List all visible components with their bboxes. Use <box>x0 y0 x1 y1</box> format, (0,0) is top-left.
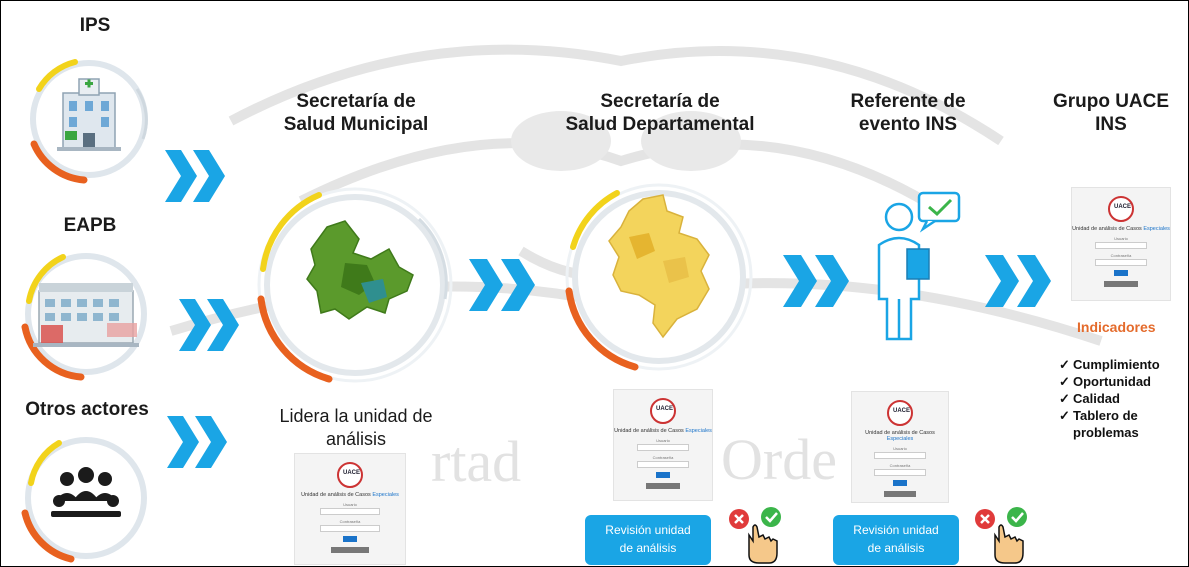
actor-eapb-label: EAPB <box>63 215 117 236</box>
indicator-item: ✓Cumplimiento <box>1059 357 1160 372</box>
reject-approve-hand-icon <box>975 507 1027 564</box>
otros-actores-group-icon <box>21 437 147 563</box>
login-pass-input[interactable] <box>1094 259 1148 266</box>
referente-person-icon <box>877 191 961 341</box>
login-card-referente: UACE Unidad de análisis de Casos Especia… <box>851 391 949 503</box>
chevron-departamental-icon <box>783 255 849 307</box>
login-recover-button[interactable] <box>646 483 680 489</box>
actor-otros-label: Otros actores <box>25 399 149 420</box>
indicators-list: ✓Cumplimiento ✓Oportunidad ✓Calidad ✓Tab… <box>1059 357 1185 441</box>
chevron-otros-icon <box>167 416 227 468</box>
login-submit-button[interactable] <box>656 472 670 478</box>
login-user-input[interactable] <box>636 444 690 451</box>
departamental-map-icon <box>565 183 753 371</box>
login-pass-input[interactable] <box>320 525 380 532</box>
login-submit-button[interactable] <box>893 480 907 486</box>
stage-uace-title: Grupo UACE INS <box>1052 91 1170 135</box>
chevron-eapb-icon <box>179 299 239 351</box>
review-button-departamental[interactable]: Revisión unidad de análisis <box>585 515 711 565</box>
eapb-building-icon <box>21 253 147 381</box>
login-pass-input[interactable] <box>636 461 690 468</box>
municipal-map-icon <box>257 187 453 383</box>
watermark-word-right: Orde <box>721 427 837 492</box>
login-user-input[interactable] <box>320 508 380 515</box>
login-card-title: Unidad de análisis de Casos Especiales <box>301 492 399 498</box>
uace-logo-icon: UACE <box>887 400 913 426</box>
login-user-label: Usuario <box>343 502 357 507</box>
review-button-referente[interactable]: Revisión unidad de análisis <box>833 515 959 565</box>
login-card-title: Unidad de análisis de Casos Especiales <box>1072 226 1170 232</box>
login-card-municipal: UACE Unidad de análisis de Casos Especia… <box>294 453 406 565</box>
login-pass-label: Contraseña <box>339 519 361 524</box>
login-user-input[interactable] <box>874 452 926 459</box>
reject-approve-hand-icon <box>729 507 781 564</box>
login-pass-label: Contraseña <box>1110 253 1132 258</box>
watermark-word-left: rtad <box>431 429 521 494</box>
lidera-text: Lidera la unidad de análisis <box>279 406 433 449</box>
login-user-label: Usuario <box>893 446 907 451</box>
stage-departamental-title: Secretaría de Salud Departamental <box>565 91 755 135</box>
chevron-municipal-icon <box>469 259 535 311</box>
actor-ips-label: IPS <box>79 15 111 36</box>
login-recover-button[interactable] <box>883 491 917 497</box>
login-card-uace: UACE Unidad de análisis de Casos Especia… <box>1071 187 1171 301</box>
chevron-referente-icon <box>985 255 1051 307</box>
login-card-title: Unidad de análisis de Casos Especiales <box>614 428 712 434</box>
login-pass-label: Contraseña <box>889 463 911 468</box>
login-user-input[interactable] <box>1094 242 1148 249</box>
indicators-title: Indicadores <box>1077 319 1156 335</box>
login-submit-button[interactable] <box>343 536 357 542</box>
uace-logo-icon: UACE <box>1108 196 1134 222</box>
indicator-item: ✓Tablero de problemas <box>1059 407 1139 440</box>
uace-logo-icon: UACE <box>650 398 676 424</box>
login-pass-label: Contraseña <box>652 455 674 460</box>
login-user-label: Usuario <box>1114 236 1128 241</box>
indicator-item: ✓Oportunidad <box>1059 373 1151 389</box>
login-pass-input[interactable] <box>874 469 926 476</box>
indicator-item: ✓Calidad <box>1059 390 1120 406</box>
login-user-label: Usuario <box>656 438 670 443</box>
chevron-ips-icon <box>165 150 225 202</box>
ips-hospital-icon <box>30 59 148 184</box>
login-recover-button[interactable] <box>331 547 369 553</box>
uace-logo-icon: UACE <box>337 462 363 488</box>
login-card-departamental: UACE Unidad de análisis de Casos Especia… <box>613 389 713 501</box>
stage-referente-title: Referente de evento INS <box>850 91 966 135</box>
login-recover-button[interactable] <box>1104 281 1138 287</box>
login-card-title: Unidad de análisis de Casos Especiales <box>865 430 935 442</box>
login-submit-button[interactable] <box>1114 270 1128 276</box>
stage-municipal-title: Secretaría de Salud Municipal <box>283 91 429 135</box>
